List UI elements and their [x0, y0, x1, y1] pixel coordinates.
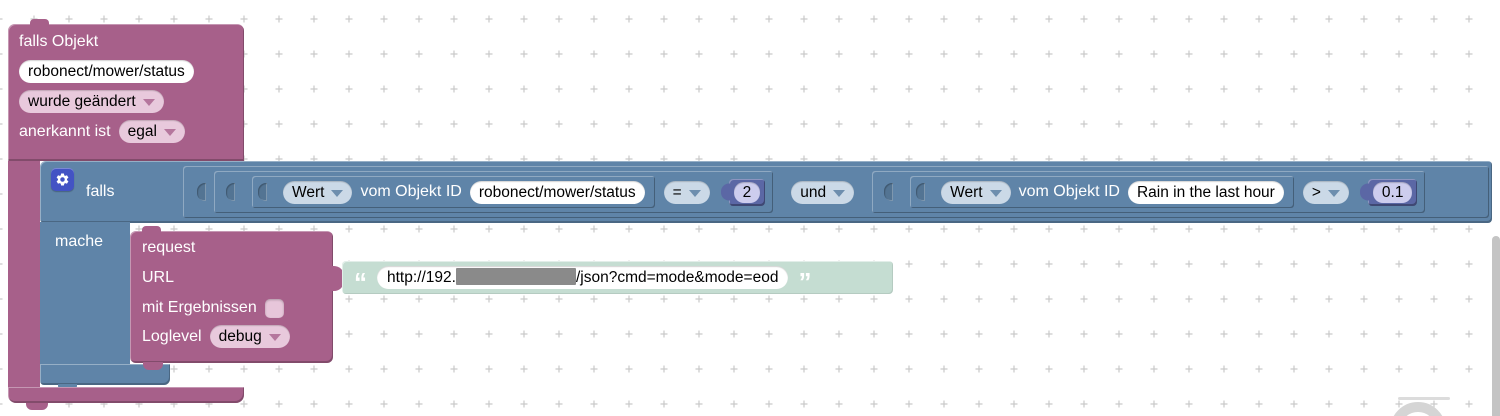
chevron-down-icon	[268, 334, 281, 341]
vertical-scrollbar[interactable]	[1492, 236, 1500, 416]
chevron-down-icon	[989, 189, 1002, 197]
value-type-dropdown[interactable]: Wert	[283, 180, 353, 204]
comparator-value: >	[1311, 183, 1321, 201]
event-dropdown-value: wurde geändert	[28, 93, 136, 110]
and-block[interactable]: Wert vom Objekt ID robonect/mower/status…	[183, 166, 1489, 218]
value-type-dropdown-value: Wert	[950, 183, 983, 201]
request-block[interactable]: request URL mit Ergebnissen Loglevel deb…	[130, 226, 333, 370]
chevron-down-icon	[331, 189, 344, 197]
object-id-field[interactable]: robonect/mower/status	[469, 180, 645, 204]
url-label: URL	[142, 269, 175, 286]
chevron-down-icon	[163, 129, 176, 136]
url-text-field[interactable]: http://192. /json?cmd=mode&mode=eod	[377, 266, 789, 289]
close-quote-icon: ”	[798, 266, 812, 297]
value-of-object-block[interactable]: Wert vom Objekt ID Rain in the last hour	[910, 176, 1294, 208]
number-block[interactable]: 2	[720, 178, 766, 206]
comparator-dropdown[interactable]: =	[663, 180, 710, 204]
puzzle-socket-icon	[884, 183, 894, 201]
block-connector-bump	[142, 226, 161, 232]
open-quote-icon: “	[354, 266, 367, 297]
number-field[interactable]: 2	[733, 181, 761, 203]
object-id-field[interactable]: Rain in the last hour	[1127, 180, 1284, 204]
chevron-down-icon	[1327, 189, 1340, 197]
puzzle-tab-icon	[328, 266, 344, 291]
comparator-dropdown[interactable]: >	[1302, 180, 1349, 204]
ack-label: anerkannt ist	[19, 122, 111, 140]
trigger-title: falls Objekt	[19, 33, 99, 50]
chevron-down-icon	[142, 99, 155, 106]
chevron-down-icon	[833, 189, 846, 197]
trigger-block-spine[interactable]	[8, 150, 40, 388]
puzzle-socket-icon	[916, 183, 926, 201]
value-of-object-block[interactable]: Wert vom Objekt ID robonect/mower/status	[252, 176, 655, 208]
puzzle-tab-icon	[1359, 183, 1370, 201]
comparison-block-left[interactable]: Wert vom Objekt ID robonect/mower/status…	[214, 171, 774, 213]
url-string-block[interactable]: “ http://192. /json?cmd=mode&mode=eod ”	[342, 261, 893, 297]
object-id-field[interactable]: robonect/mower/status	[19, 60, 194, 83]
ack-dropdown-value: egal	[127, 123, 157, 140]
gear-icon[interactable]	[51, 168, 74, 191]
puzzle-socket-icon	[258, 183, 267, 201]
loglevel-dropdown[interactable]: debug	[209, 325, 290, 348]
trigger-block[interactable]: falls Objekt robonect/mower/status wurde…	[8, 19, 244, 161]
puzzle-socket-icon	[226, 183, 235, 201]
value-type-dropdown[interactable]: Wert	[941, 180, 1011, 204]
comparison-block-right[interactable]: Wert vom Objekt ID Rain in the last hour…	[872, 171, 1426, 213]
trashcan-lid-icon	[1398, 397, 1450, 400]
with-results-label: mit Ergebnissen	[142, 299, 257, 316]
redacted-box	[455, 268, 576, 285]
number-field[interactable]: 0.1	[1372, 181, 1413, 203]
block-connector-bump	[143, 362, 163, 370]
loglevel-value: debug	[218, 328, 262, 345]
if-block[interactable]: falls Wert vom Objekt ID robonect/mower/…	[40, 156, 1492, 223]
gear-glyph-icon	[56, 173, 69, 186]
url-prefix: http://192.	[387, 269, 456, 286]
if-block-spine[interactable]: mache	[40, 222, 130, 364]
do-label: mache	[55, 233, 104, 250]
event-dropdown[interactable]: wurde geändert	[19, 90, 164, 113]
value-type-dropdown-value: Wert	[292, 183, 325, 201]
block-connector-bump	[26, 403, 48, 410]
with-results-checkbox[interactable]	[264, 298, 284, 318]
trigger-block-foot[interactable]	[8, 387, 244, 410]
of-object-label: vom Objekt ID	[1018, 183, 1120, 200]
logic-operator-dropdown[interactable]: und	[791, 180, 855, 204]
logic-operator-value: und	[800, 183, 827, 201]
of-object-label: vom Objekt ID	[360, 183, 462, 200]
puzzle-socket-icon	[197, 183, 206, 201]
chevron-down-icon	[688, 189, 701, 197]
loglevel-label: Loglevel	[142, 327, 202, 345]
if-label: falls	[86, 183, 115, 200]
puzzle-tab-icon	[720, 183, 731, 201]
number-block[interactable]: 0.1	[1359, 178, 1418, 206]
block-connector-bump	[30, 19, 49, 25]
comparator-value: =	[672, 183, 682, 201]
request-title: request	[142, 239, 196, 256]
url-suffix: /json?cmd=mode&mode=eod	[575, 269, 779, 286]
ack-dropdown[interactable]: egal	[118, 120, 185, 143]
